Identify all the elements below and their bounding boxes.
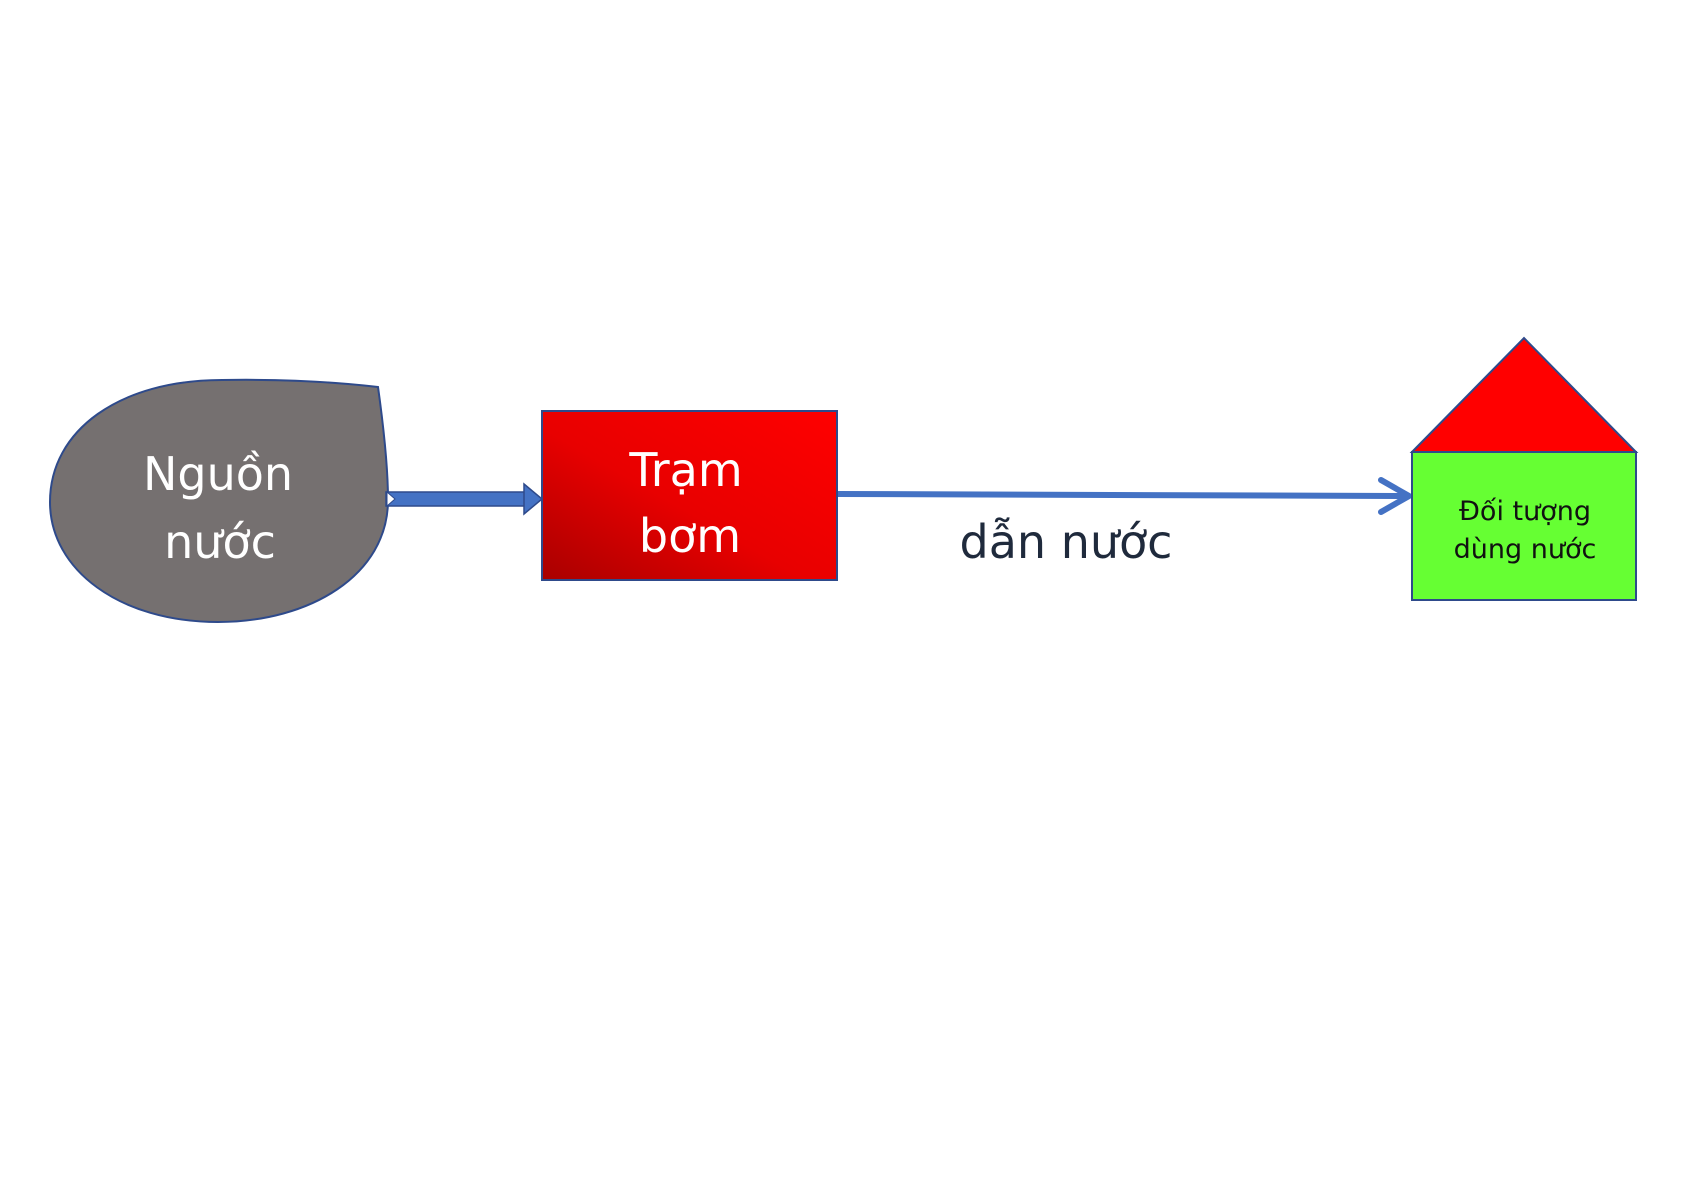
water-consumer-label-line1: Đối tượng — [1459, 496, 1591, 527]
pipe-label: dẫn nước — [960, 515, 1173, 569]
source-to-pump-arrow — [386, 484, 542, 514]
pipe-arrow — [838, 480, 1409, 512]
water-consumer-node: Đối tượng dùng nước — [1412, 338, 1636, 600]
pump-station-label-line1: Trạm — [628, 443, 742, 497]
water-source-label-line1: Nguồn — [143, 447, 293, 501]
pump-station-label-line2: bơm — [639, 509, 741, 563]
water-source-node: Nguồn nước — [50, 380, 388, 622]
water-source-label-line2: nước — [164, 515, 276, 569]
water-consumer-label-line2: dùng nước — [1454, 534, 1597, 565]
pump-station-node: Trạm bơm — [542, 411, 837, 580]
house-roof — [1412, 338, 1636, 452]
